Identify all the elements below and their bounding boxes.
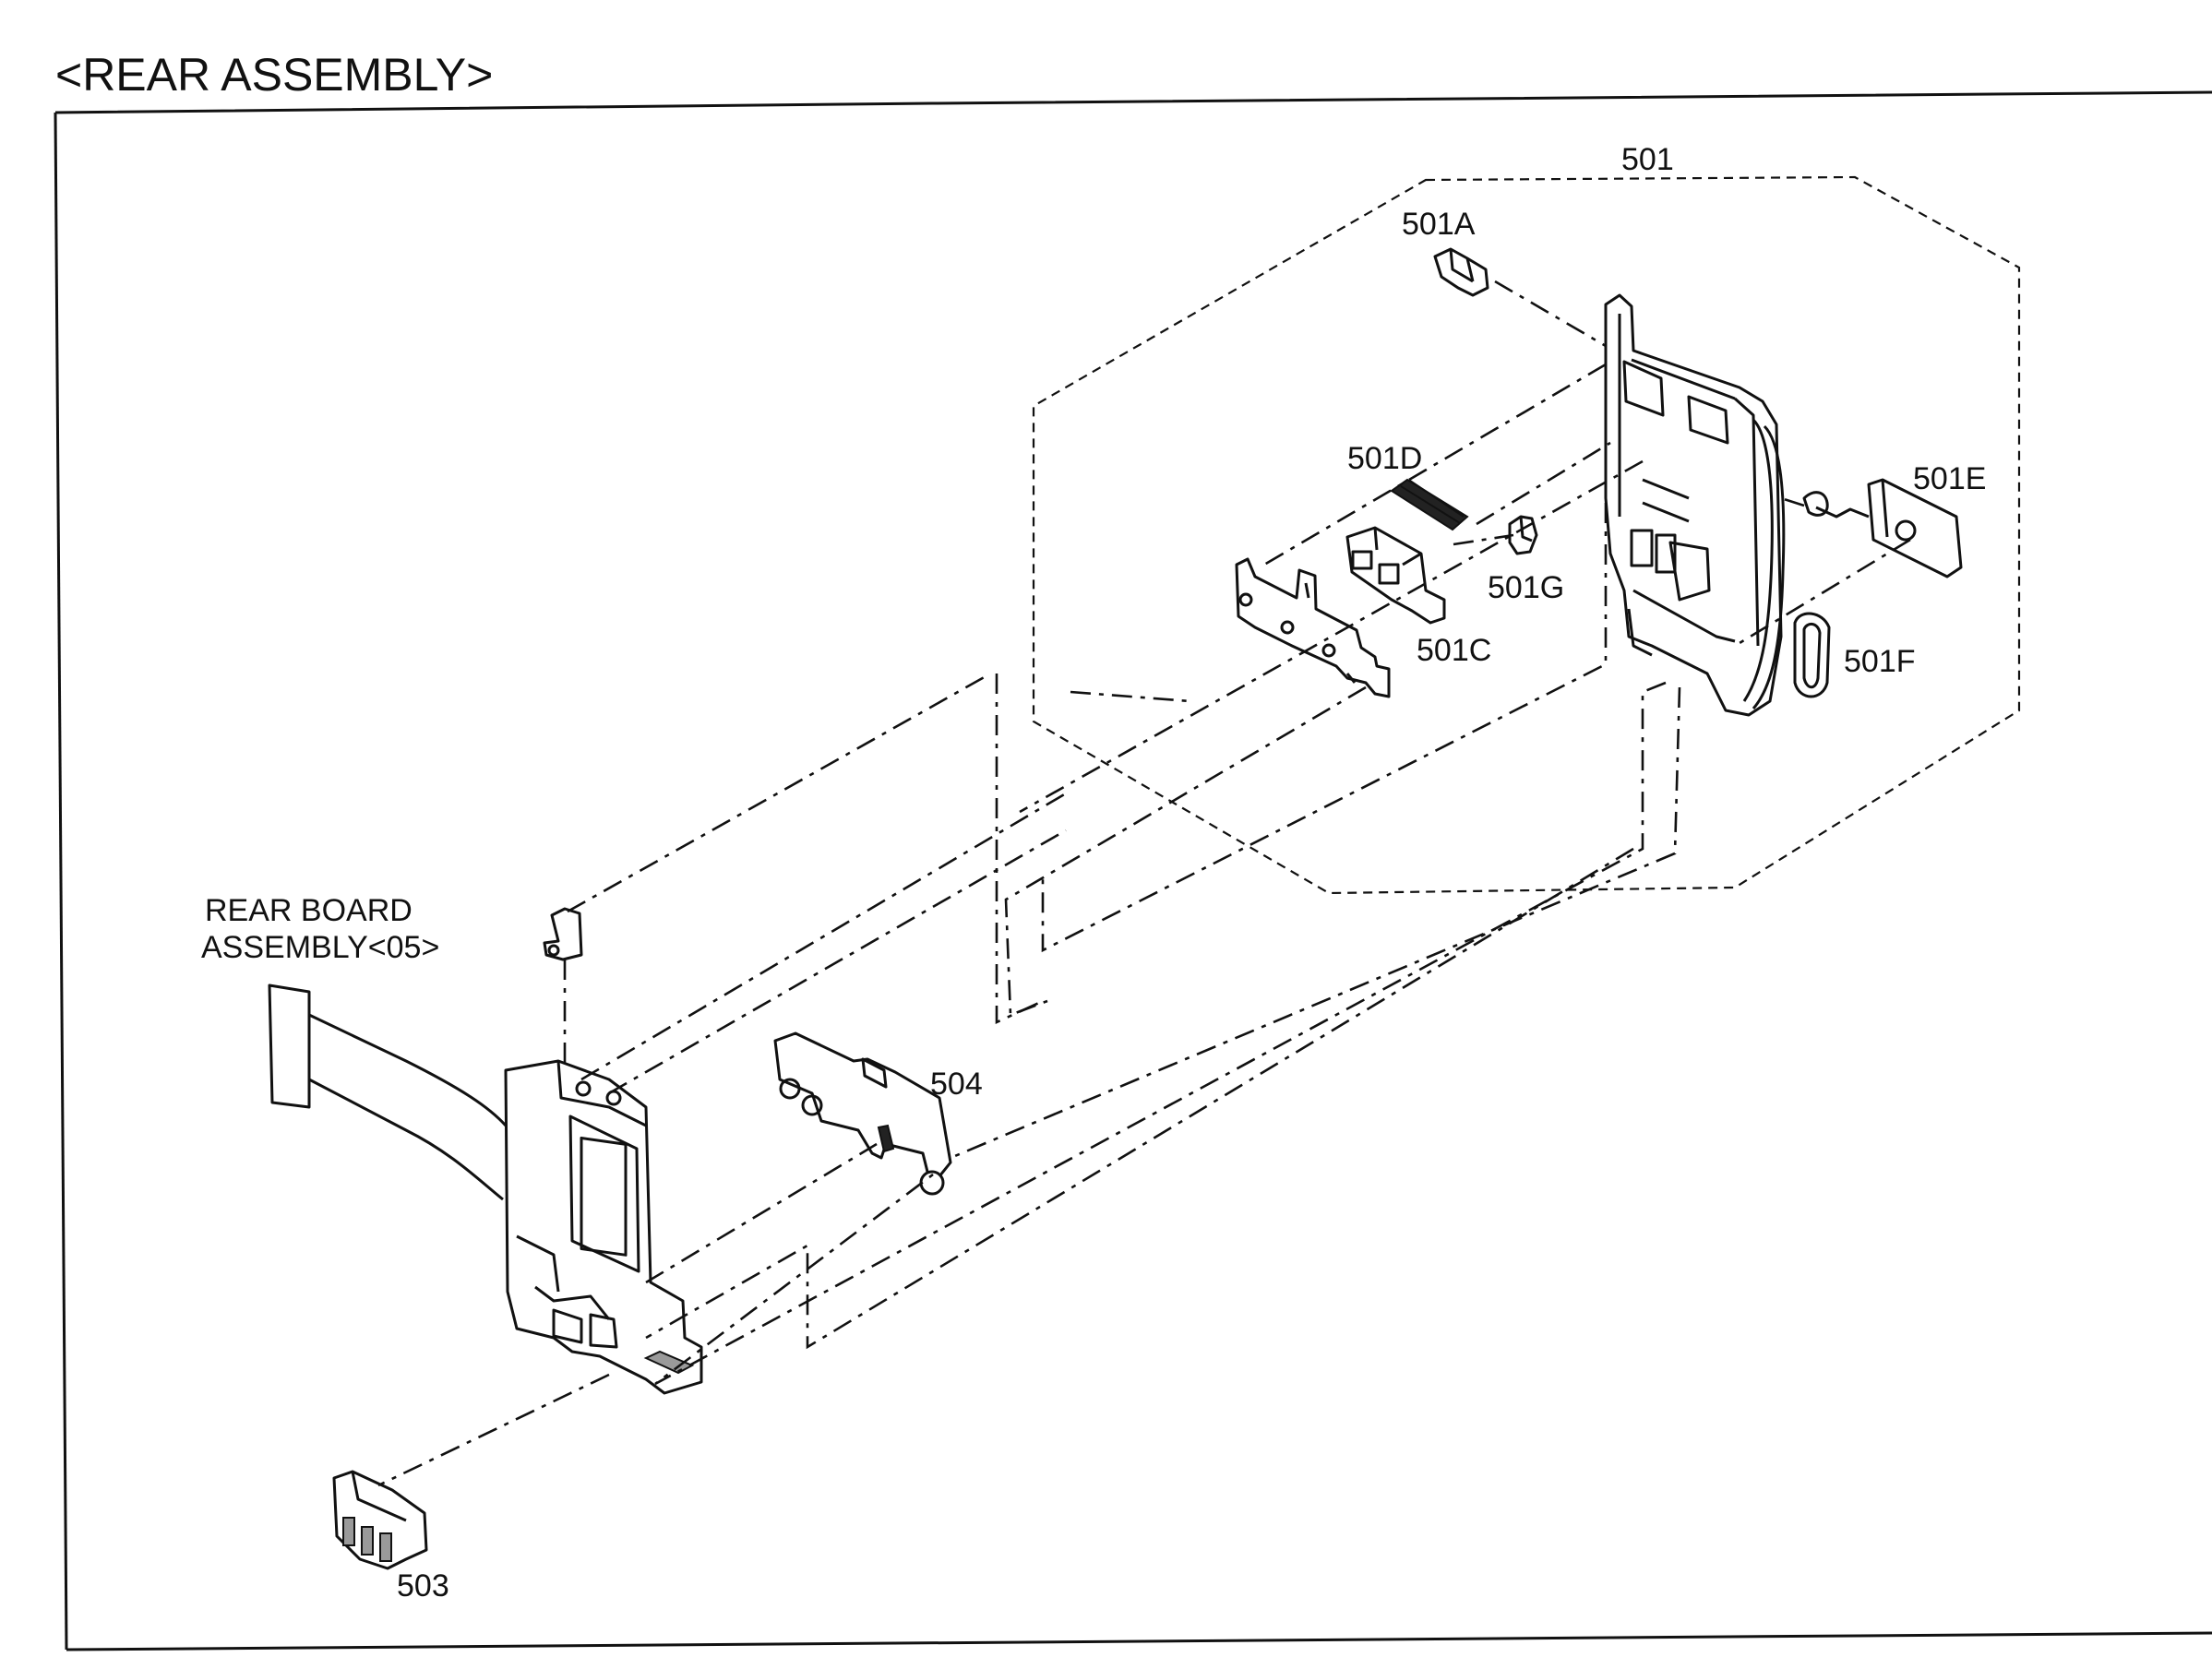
rear-board-assembly: [268, 983, 703, 1395]
label-501A: 501A: [1402, 207, 1476, 242]
part-501C: [1345, 526, 1446, 625]
label-501F: 501F: [1844, 644, 1916, 679]
diagram-frame: [54, 90, 2212, 1651]
page-title: <REAR ASSEMBLY>: [55, 49, 494, 101]
part-503: [332, 1470, 428, 1570]
part-501E: [1802, 478, 1963, 578]
label-501E: 501E: [1913, 461, 1986, 496]
label-501D: 501D: [1347, 441, 1422, 476]
part-501-bracket: [1235, 557, 1391, 698]
part-labels: 501 501A 501D 501E 501G 501C 501F 504 50…: [201, 142, 1986, 1603]
label-501C: 501C: [1417, 633, 1491, 668]
part-501-rear-cabinet: [1604, 293, 1786, 717]
part-501A: [1433, 247, 1489, 297]
label-503: 503: [397, 1568, 449, 1603]
part-501F: [1793, 612, 1831, 698]
label-501: 501: [1621, 142, 1674, 177]
assembly-guide-lines: [377, 280, 1911, 1487]
label-rear-board-line1: REAR BOARD: [205, 893, 413, 928]
part-504: [773, 1031, 952, 1196]
label-501G: 501G: [1488, 570, 1564, 605]
label-504: 504: [930, 1067, 983, 1102]
label-rear-board-line2: ASSEMBLY<05>: [201, 930, 439, 965]
small-bracket: [543, 907, 583, 961]
assembly-501-boundary: [1032, 175, 2021, 895]
part-501D-spring: [1390, 478, 1469, 531]
